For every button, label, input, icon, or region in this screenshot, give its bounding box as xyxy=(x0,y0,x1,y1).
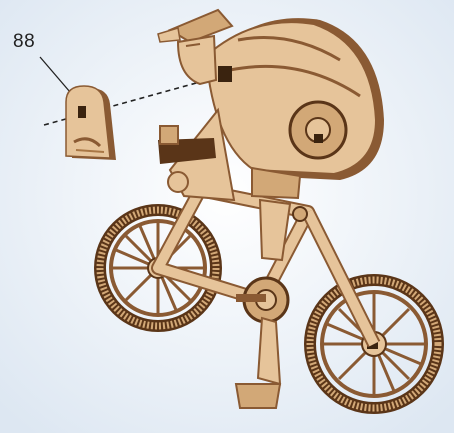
part-number-label: 88 xyxy=(13,31,35,53)
